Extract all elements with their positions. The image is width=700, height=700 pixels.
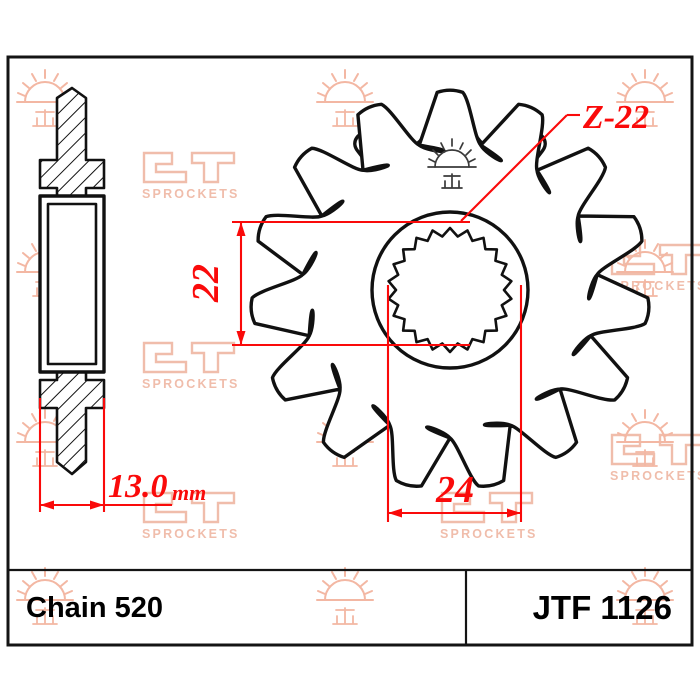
sprocket-side-section-view bbox=[38, 86, 106, 476]
chain-spec-label: Chain 520 bbox=[26, 592, 163, 624]
bore-horizontal-dimension-label: 24 bbox=[435, 469, 474, 511]
spline-bore bbox=[370, 210, 530, 370]
bore-horizontal-dimension: 24 bbox=[386, 285, 523, 522]
drawing-frame bbox=[6, 55, 694, 647]
spline-tooth-count-label: Z-22 bbox=[582, 99, 649, 136]
thickness-dimension-label: 13.0 bbox=[108, 468, 168, 505]
bore-vertical-dimension-label: 22 bbox=[185, 264, 227, 303]
dimension-layer: 22 24 13.0 mm Z-22 bbox=[38, 99, 649, 522]
thickness-dimension: 13.0 mm bbox=[38, 398, 206, 512]
thickness-dimension-unit: mm bbox=[172, 480, 206, 505]
spline-tooth-count-callout: Z-22 bbox=[460, 99, 649, 222]
bore-vertical-dimension: 22 bbox=[185, 220, 470, 347]
part-number-label: JTF 1126 bbox=[533, 589, 672, 626]
title-block: Chain 520 JTF 1126 bbox=[26, 589, 672, 626]
